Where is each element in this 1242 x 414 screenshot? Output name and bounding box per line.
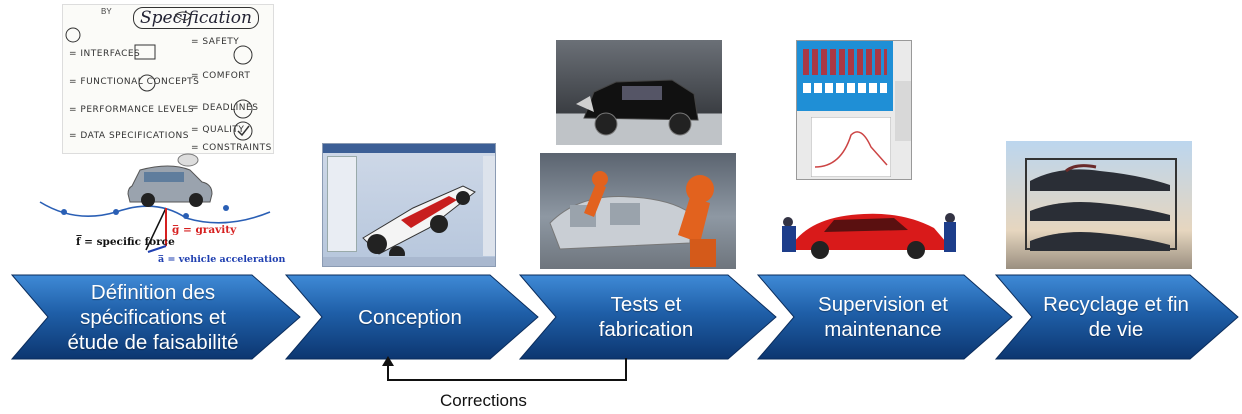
specification-sketch: BY Specification = INTERFACES = FUNCTION…	[62, 4, 274, 154]
robot-arm-icon	[549, 171, 716, 267]
maintenance-photo	[782, 213, 956, 259]
sketch-item-left-3: = DATA SPECIFICATIONS	[69, 131, 189, 141]
corrections-label: Corrections	[440, 391, 527, 410]
trend-chart-icon	[811, 117, 891, 177]
gravity-label: g̅ = gravity	[172, 224, 237, 236]
crashed-suv-icon	[576, 79, 699, 136]
vehicle-force-diagram	[39, 153, 271, 253]
acceleration-label: a̅ = vehicle acceleration	[158, 254, 286, 265]
recycling-yard-photo	[1006, 141, 1192, 269]
crash-test-photo	[556, 40, 722, 145]
stacked-cars-icon	[1025, 158, 1177, 251]
robot-assembly-photo	[540, 153, 736, 269]
supervision-software-screenshot	[796, 40, 912, 180]
sketch-item-right-4: = CONSTRAINTS	[191, 143, 272, 153]
sketch-prefix: BY	[101, 7, 112, 16]
stage-label-definition: Définition des spécifications et étude d…	[67, 280, 239, 354]
sketch-item-right-3: = QUALITY	[191, 125, 245, 135]
sketch-title: Specification	[133, 7, 259, 29]
corrections-arrow	[382, 356, 627, 381]
sketch-item-right-1: = COMFORT	[191, 71, 251, 81]
cad-screenshot	[322, 143, 496, 267]
stage-label-conception: Conception	[358, 305, 462, 329]
car-icon	[127, 153, 213, 207]
sketch-item-left-2: = PERFORMANCE LEVELS	[69, 105, 195, 115]
stage-label-recycling: Recyclage et fin de vie	[1043, 293, 1189, 341]
sketch-doodles	[65, 11, 253, 141]
specific-force-label: f̅ = specific force	[76, 236, 175, 248]
sketch-item-right-2: = DEADLINES	[191, 103, 259, 113]
sketch-item-left-1: = FUNCTIONAL CONCEPTS	[69, 77, 200, 87]
stage-label-tests: Tests et fabrication	[598, 293, 694, 341]
sketch-item-right-0: = SAFETY	[191, 37, 240, 47]
sketch-item-left-0: = INTERFACES	[69, 49, 141, 59]
race-car-icon	[362, 185, 476, 256]
stage-label-supervision: Supervision et maintenance	[818, 293, 948, 341]
